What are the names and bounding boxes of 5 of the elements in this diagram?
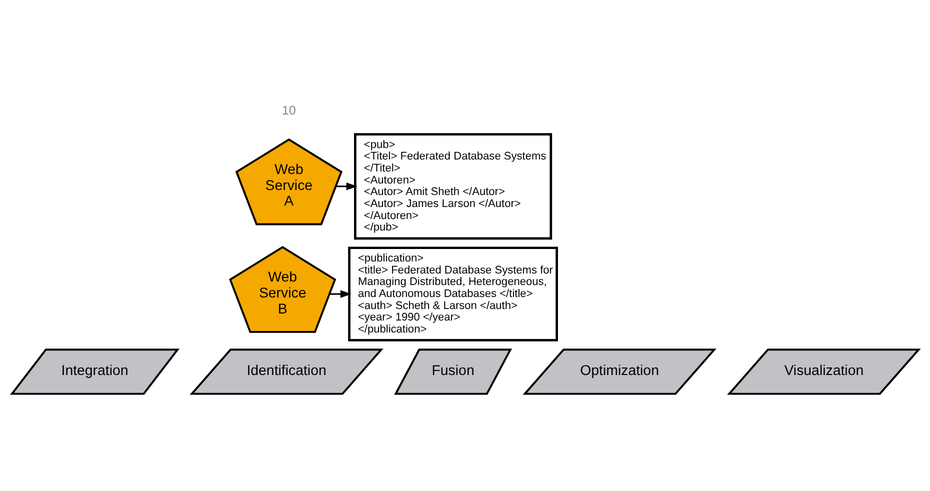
arrow	[336, 182, 357, 190]
label: 10	[281, 103, 296, 118]
node-box: <pub> <Titel> Federated Database Systems </Titel> <Autoren> <Autor> Amit Sheth </Autor> <Autor> James Larson </Autor> </Autoren> </pub>	[354, 133, 552, 240]
arrow	[329, 290, 351, 298]
node-box: <publication> <title> Federated Database Systems for Managing Distributed, Heterogeneous, and Autonomous Databases </title> <auth> Scheth & Larson </auth> <year> 1990 </year> </publication>	[348, 246, 558, 342]
